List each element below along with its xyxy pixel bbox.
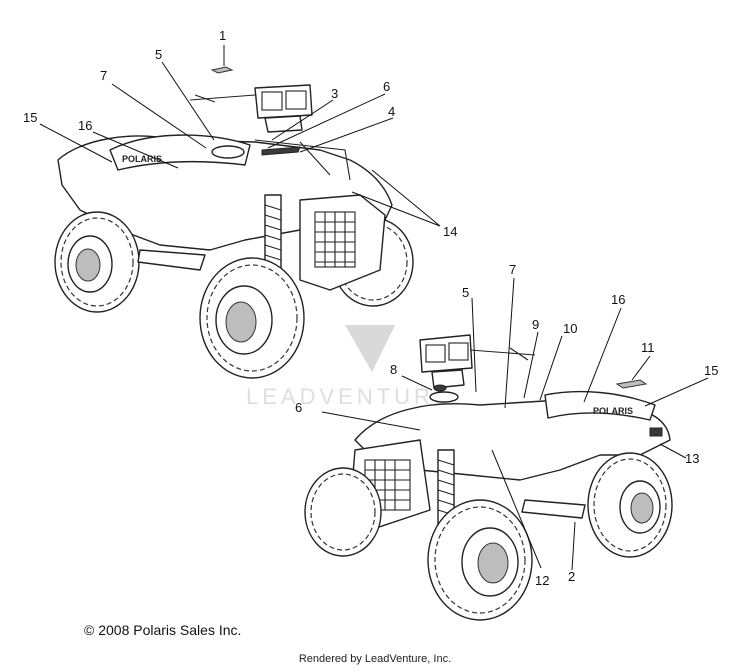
- callout-8: 8: [390, 362, 397, 377]
- polaris-seat-decal-2: POLARIS: [593, 406, 633, 416]
- callout-2: 2: [568, 569, 575, 584]
- callout-7-b: 7: [509, 262, 516, 277]
- front-left-wheel-2: [304, 467, 382, 557]
- callout-11: 11: [641, 340, 655, 355]
- callout-6-b: 6: [295, 400, 302, 415]
- callout-5-b: 5: [462, 285, 469, 300]
- rear-left-wheel: [54, 211, 140, 313]
- headlight-pod: [254, 84, 313, 133]
- decal-1: [210, 66, 234, 74]
- rear-right-wheel-2: [587, 452, 673, 558]
- callout-labels: 1 5 7 15 16 3 6 4 14 7 5 16 9 10 11 8 15…: [23, 28, 718, 588]
- callout-14: 14: [443, 224, 457, 239]
- front-left-wheel: [199, 257, 305, 379]
- polaris-seat-decal: POLARIS: [122, 154, 162, 164]
- decal-8: [433, 384, 447, 392]
- rendered-by-credit: Rendered by LeadVenture, Inc.: [298, 653, 452, 665]
- leader-lines: [39, 45, 709, 571]
- callout-9: 9: [532, 317, 539, 332]
- callout-13: 13: [685, 451, 699, 466]
- callout-16: 16: [78, 118, 92, 133]
- callout-10: 10: [563, 321, 577, 336]
- callout-15-b: 15: [704, 363, 718, 378]
- callout-1: 1: [219, 28, 226, 43]
- callout-4: 4: [388, 104, 395, 119]
- callout-6: 6: [383, 79, 390, 94]
- front-right-wheel-2: [427, 499, 533, 621]
- callout-5: 5: [155, 47, 162, 62]
- copyright-notice: © 2008 Polaris Sales Inc.: [84, 622, 242, 638]
- callout-3: 3: [331, 86, 338, 101]
- callout-16-b: 16: [611, 292, 625, 307]
- decal-11: [615, 379, 648, 389]
- atv-front-view: POLARIS: [304, 334, 673, 621]
- callout-12: 12: [535, 573, 549, 588]
- callout-15: 15: [23, 110, 37, 125]
- watermark-text: LEADVENTURE: [246, 384, 453, 409]
- headlight-pod-2: [419, 334, 473, 389]
- front-grille: [314, 211, 356, 268]
- leadventure-watermark: LEADVENTURE: [246, 325, 453, 409]
- callout-7: 7: [100, 68, 107, 83]
- atv-rear-view: POLARIS: [54, 66, 414, 379]
